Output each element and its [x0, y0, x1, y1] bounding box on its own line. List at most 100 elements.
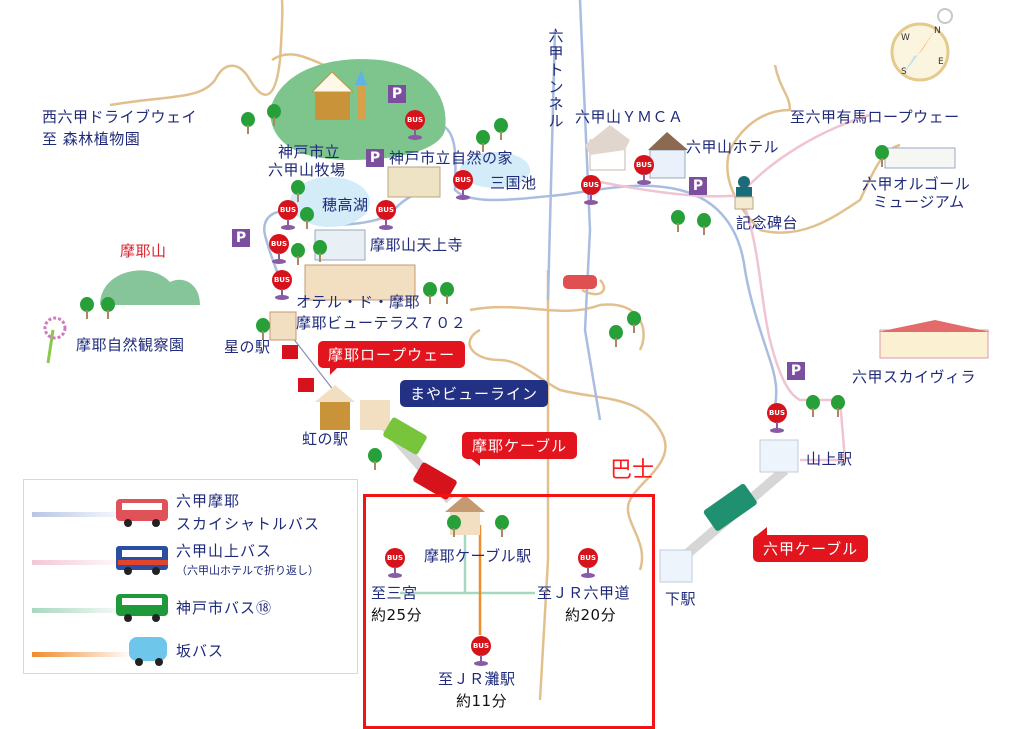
bus-stop-tenjoji[interactable]: BUS [269, 234, 289, 264]
legend-line-kobe-city-bus [32, 608, 132, 613]
saka-bus-icon [129, 637, 167, 666]
label-maya-nature-garden: 摩耶自然観察園 [76, 336, 185, 354]
bus-stop-hotaka-east[interactable]: BUS [376, 200, 396, 230]
legend: 六甲摩耶 スカイシャトルバス 六甲山上バス （六甲山ホテルで折り返し） 神戸市バ… [23, 479, 358, 674]
compass-icon: N E S W [890, 8, 953, 82]
vehicles [282, 275, 757, 531]
sangoku-pond-water [460, 152, 530, 188]
rokko-sanjo-road [589, 113, 871, 462]
time-to-nada: 約11分 [456, 692, 508, 710]
tree-icon [291, 243, 305, 265]
label-to-sannomiya: 至三宮 [371, 584, 418, 602]
badge-maya-ropeway: 摩耶ロープウェー [318, 341, 466, 375]
bus-stop-icon: BUS [767, 403, 787, 423]
tree-icon [291, 180, 305, 202]
label-maya-tenjoji: 摩耶山天上寺 [370, 236, 464, 254]
memorial-bust-icon [734, 176, 754, 210]
parking-icon-rokko-hotel: P [689, 177, 707, 195]
legend-line-sky-shuttle [32, 512, 132, 517]
tree-icon [494, 118, 508, 140]
label-pasture-line1: 神戸市立 [278, 143, 341, 161]
svg-text:W: W [901, 33, 910, 43]
sky-shuttle-bus-icon [116, 499, 168, 527]
bus-stop-pasture[interactable]: BUS [405, 110, 425, 140]
tree-icon [267, 104, 281, 126]
tree-icon [80, 297, 94, 319]
label-niji-station: 虹の駅 [302, 430, 349, 448]
annotation-bus: 巴士 [610, 458, 655, 483]
bus-stop-nature-house[interactable]: BUS [453, 170, 473, 200]
label-music-box-line2: ミュージアム [873, 193, 965, 211]
tree-icon [495, 515, 509, 537]
maya-cable-car-green [383, 417, 427, 455]
label-maya-cable-station: 摩耶ケーブル駅 [424, 547, 532, 565]
label-nature-house: 神戸市立自然の家 [389, 149, 514, 167]
label-to-arima-ropeway: 至六甲有馬ロープウェー [790, 108, 960, 126]
badge-maya-view-line: まやビューライン [400, 380, 549, 407]
bus-stop-icon: BUS [269, 234, 289, 254]
tree-icon [671, 210, 685, 232]
badge-maya-ropeway-text: 摩耶ロープウェー [328, 346, 456, 364]
legend-label-sky-shuttle-1: 六甲摩耶 [176, 492, 241, 510]
tree-icon [447, 515, 461, 537]
flower-icon [43, 316, 67, 364]
label-forest-botanical-garden: 至 森林植物園 [42, 130, 141, 148]
tree-icon [831, 395, 845, 417]
label-hotel-de-maya: オテル・ド・摩耶 [296, 293, 421, 311]
label-sanjo-station: 山上駅 [806, 450, 853, 468]
bus-stop-hotaka-west[interactable]: BUS [278, 200, 298, 230]
badge-maya-cable: 摩耶ケーブル [462, 432, 578, 466]
label-maya-view-terrace: 摩耶ビューテラス７０２ [296, 314, 467, 332]
bus-stop-icon: BUS [272, 270, 292, 290]
tree-icon [300, 207, 314, 229]
label-sangoku-pond: 三国池 [490, 174, 537, 192]
tree-icon [609, 325, 623, 347]
tree-icon [476, 130, 490, 152]
parking-icon-nature-house: P [366, 149, 384, 167]
rokko-cable-car [703, 484, 757, 531]
bus-stop-to-rokkomichi[interactable]: BUS [578, 548, 598, 578]
tree-icon [806, 395, 820, 417]
badge-rokko-cable-text: 六甲ケーブル [763, 540, 859, 558]
bus-stop-icon: BUS [278, 200, 298, 220]
tree-icon [440, 282, 454, 304]
badge-tail [330, 367, 338, 375]
label-memorial: 記念碑台 [736, 214, 799, 232]
bus-stop-icon: BUS [385, 548, 405, 568]
bus-stop-rokko-hotel[interactable]: BUS [634, 155, 654, 185]
bus-stop-to-nada[interactable]: BUS [471, 636, 491, 666]
time-to-rokkomichi: 約20分 [565, 606, 617, 624]
bus-stop-icon: BUS [376, 200, 396, 220]
bus-stop-to-sannomiya[interactable]: BUS [385, 548, 405, 578]
ropeway-gondola-upper [282, 345, 298, 359]
legend-line-saka-bus [32, 652, 132, 657]
bus-stop-hoshi[interactable]: BUS [272, 270, 292, 300]
label-rokko-tunnel: 六甲トンネル [548, 27, 564, 130]
tree-icon [697, 213, 711, 235]
tree-icon [101, 297, 115, 319]
bus-stop-icon: BUS [634, 155, 654, 175]
bus-stop-icon: BUS [578, 548, 598, 568]
bus-stop-sanjo[interactable]: BUS [767, 403, 787, 433]
badge-rokko-cable: 六甲ケーブル [753, 527, 869, 562]
label-to-nada: 至ＪＲ灘駅 [438, 670, 516, 688]
legend-label-sanjo-bus-1: 六甲山上バス [176, 542, 273, 560]
legend-label-saka-bus: 坂バス [176, 642, 225, 660]
tree-icon [627, 311, 641, 333]
parking-icon-sky-villa: P [787, 362, 805, 380]
sanjo-bus-icon [116, 546, 168, 575]
bus-stop-icon: BUS [453, 170, 473, 190]
label-rokko-hotel: 六甲山ホテル [686, 138, 780, 156]
tree-icon [875, 145, 889, 167]
bus-stop-ymca[interactable]: BUS [581, 175, 601, 205]
inset-routes [400, 525, 535, 635]
maya-cable-car-red [413, 462, 457, 500]
label-hoshi-station: 星の駅 [224, 338, 271, 356]
parking-icon-pasture: P [388, 85, 406, 103]
svg-text:E: E [938, 57, 944, 67]
ropeway-gondola-lower [298, 378, 314, 392]
label-shimo-station: 下駅 [665, 590, 697, 608]
car [563, 275, 597, 289]
bus-stop-icon: BUS [471, 636, 491, 656]
